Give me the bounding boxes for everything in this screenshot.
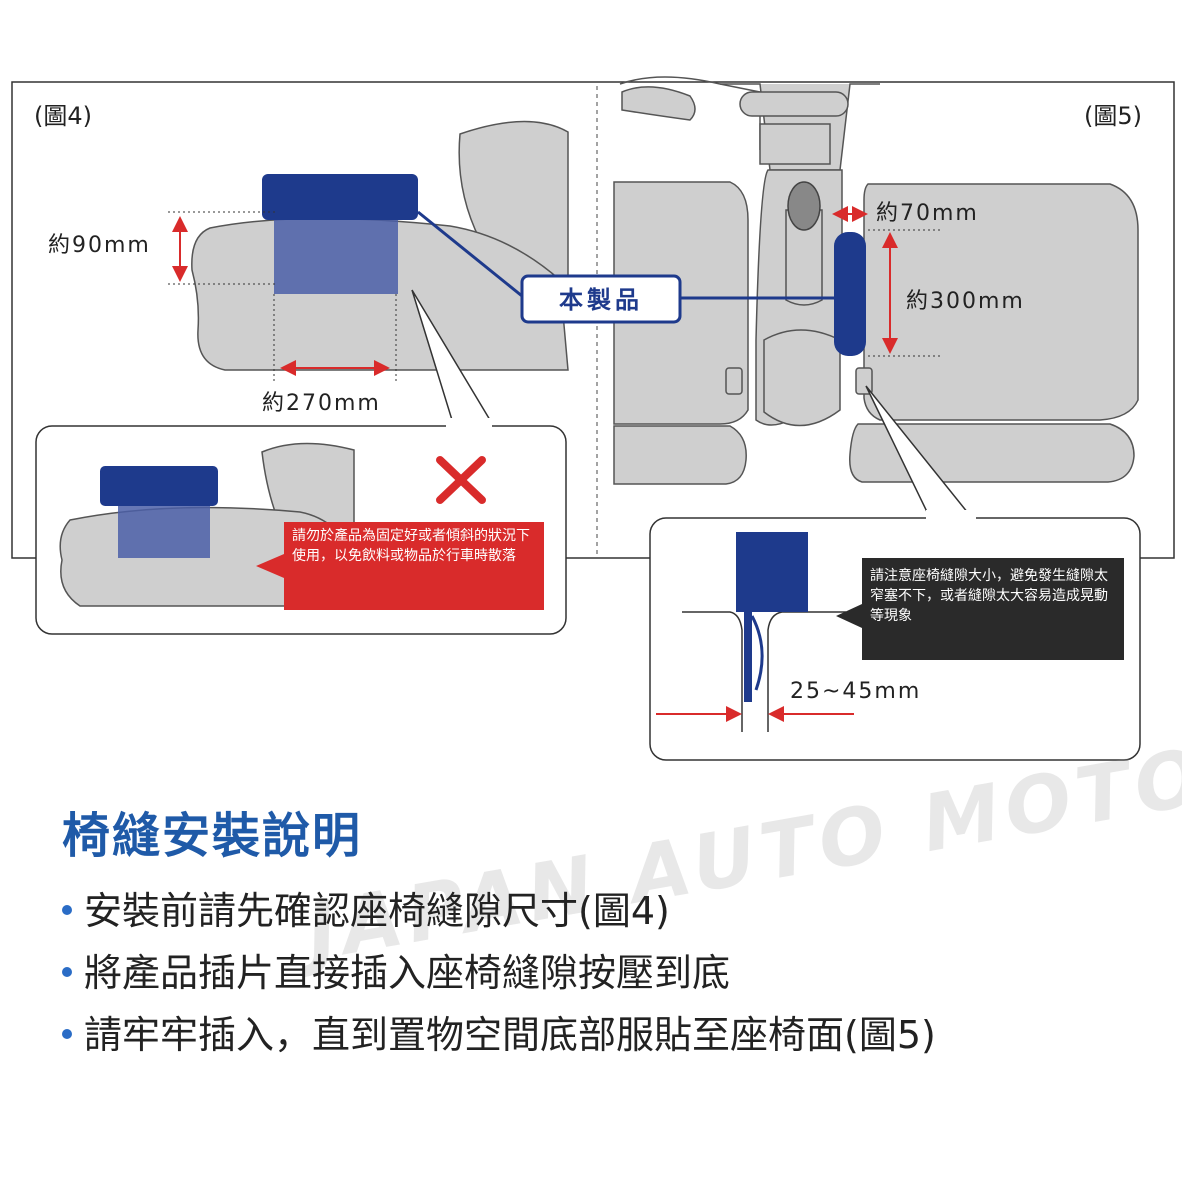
seat-edge-right [767,611,846,732]
product-label: 本製品 [559,286,643,314]
bullet-dot [62,904,72,915]
fig5-width-label: 約70mm [876,201,979,226]
fig4-width-label: 約270mm [262,391,381,416]
zoom-product-pouch [118,496,210,558]
note-text-container: 請注意座椅縫隙大小，避免發生縫隙太窄塞不下，或者縫隙太大容易造成晃動等現象 [870,568,1108,624]
zoom-product-body [736,532,808,612]
list-item-text: 將產品插片直接插入座椅縫隙按壓到底 [84,951,731,995]
gear-shift-track [785,209,823,306]
note-text: 請注意座椅縫隙大小，避免發生縫隙太窄塞不下，或者縫隙太大容易造成晃動等現象 [870,568,1108,624]
console-armrest [763,329,841,427]
note-box [836,558,1124,660]
list-item-text: 安裝前請先確認座椅縫隙尺寸(圖4) [84,889,670,933]
figure-5: 約70mm 約300mm (圖5) 本製品 [520,76,1142,519]
bullet-dot [62,966,72,977]
zoom-product-slot [744,610,752,702]
left-seat-buckle [725,367,743,395]
steering-area [621,86,696,121]
list-item: 請牢牢插入，直到置物空間底部服貼至座椅面(圖5) [62,1004,936,1066]
gap-range-label: 25~45mm [790,679,921,704]
figure-5-label: (圖5) [1084,102,1142,130]
zoom-gap [446,418,492,430]
right-seat [863,183,1139,421]
product-label-box [520,274,682,324]
callout-line [417,210,523,298]
console-vent [739,91,849,117]
fig5-height-label: 約300mm [906,289,1025,314]
zoom-product-tab [750,615,764,691]
figure-4-zoom: 請勿於產品為固定好或者傾斜的狀況下使用，以免飲料或物品於行車時散落 [35,418,567,635]
product-tray [262,174,418,220]
fig4-height-label: 約90mm [48,233,151,258]
figure-4: (圖4) 約90mm 約270mm [34,102,569,421]
list-item: 安裝前請先確認座椅縫隙尺寸(圖4) [62,880,936,942]
instructions-list: 安裝前請先確認座椅縫隙尺寸(圖4) 將產品插片直接插入座椅縫隙按壓到底 請牢牢插… [62,880,936,1066]
wrong-x-icon [436,456,486,504]
warning-text-container: 請勿於產品為固定好或者傾斜的狀況下使用，以免飲料或物品於行車時散落 [292,528,530,564]
dashboard-outline [619,76,761,150]
diagram-canvas: (圖4) 約90mm 約270mm [11,76,1175,761]
warning-text: 請勿於產品為固定好或者傾斜的狀況下使用，以免飲料或物品於行車時散落 [292,528,530,564]
list-item-text: 請牢牢插入，直到置物空間底部服貼至座椅面(圖5) [84,1013,936,1057]
zoom-gap [926,510,976,522]
list-item: 將產品插片直接插入座椅縫隙按壓到底 [62,942,936,1004]
instructions-title: 椅縫安裝說明 [62,808,363,864]
left-seat-back [613,425,747,485]
bullet-dot [62,1028,72,1039]
figure-4-label: (圖4) [34,102,92,130]
figure-5-zoom: 25~45mm 請注意座椅縫隙大小，避免發生縫隙太窄塞不下，或者縫隙太大容易造成… [649,510,1141,761]
gear-knob [787,181,821,231]
warning-box [256,522,544,610]
seat-edge-left [682,611,743,732]
zoom-product-tray [100,466,218,506]
console-screen [759,123,831,165]
product-top-view [834,232,866,356]
product-pouch [274,214,398,294]
